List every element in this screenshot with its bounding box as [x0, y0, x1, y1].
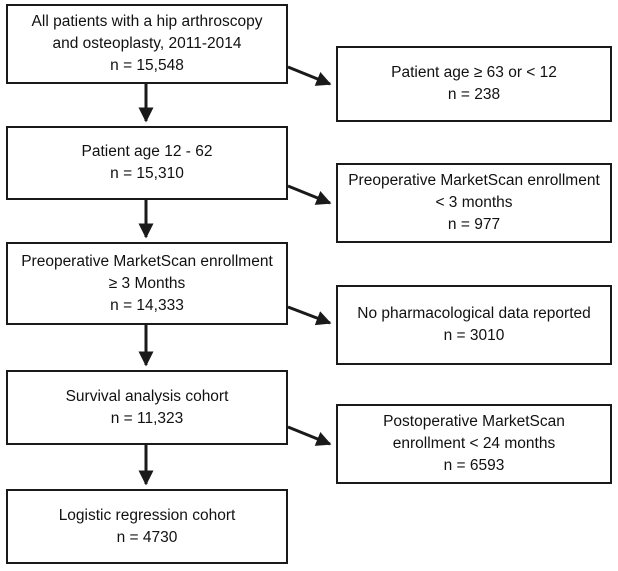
box-text-line: enrollment < 24 months [392, 435, 556, 452]
main-box-age-12-62: Patient age 12 - 62 n = 15,310 [6, 126, 288, 200]
box-text-line: Logistic regression cohort [58, 506, 236, 524]
arrow-side-4 [287, 425, 332, 446]
box-text-line: and osteoplasty, 2011-2014 [52, 35, 242, 52]
box-text-line: n = 15,310 [110, 165, 184, 182]
exclusion-box-preop-enrollment: Preoperative MarketScan enrollment < 3 m… [336, 163, 612, 243]
box-text-line: n = 6593 [443, 457, 505, 474]
box-text-line: All patients with a hip arthroscopy [31, 13, 263, 30]
box-text-line: n = 15,548 [110, 57, 184, 74]
main-box-logistic-cohort: Logistic regression cohort n = 4730 [6, 489, 288, 564]
main-box-all-patients: All patients with a hip arthroscopy and … [6, 4, 288, 84]
box-text-line: Preoperative MarketScan enrollment [21, 252, 273, 270]
box-text-line: < 3 months [435, 194, 513, 211]
box-text-line: n = 238 [447, 86, 501, 103]
box-text-line: Patient age ≥ 63 or < 12 [391, 64, 557, 81]
box-text-line: n = 3010 [443, 327, 505, 344]
exclusion-box-no-pharm-data: No pharmacological data reported n = 301… [336, 285, 612, 365]
box-text-line: ≥ 3 Months [108, 274, 186, 292]
box-text-line: No pharmacological data reported [357, 305, 591, 322]
main-box-survival-cohort: Survival analysis cohort n = 11,323 [6, 370, 288, 445]
box-text-line: Survival analysis cohort [65, 387, 229, 405]
box-text-line: n = 11,323 [110, 409, 184, 427]
exclusion-box-postop-enrollment: Postoperative MarketScan enrollment < 24… [336, 404, 612, 484]
box-text-line: n = 977 [447, 216, 501, 233]
box-text-line: n = 4730 [116, 528, 178, 546]
box-text-line: n = 14,333 [110, 296, 184, 314]
arrow-side-2 [287, 184, 332, 205]
box-text-line: Preoperative MarketScan enrollment [348, 172, 600, 189]
box-text-line: Postoperative MarketScan [383, 413, 565, 430]
box-text-line: Patient age 12 - 62 [81, 143, 213, 160]
arrow-side-1 [287, 65, 332, 86]
arrow-side-3 [287, 305, 332, 326]
exclusion-box-age: Patient age ≥ 63 or < 12 n = 238 [336, 46, 612, 122]
main-box-preop-enrollment: Preoperative MarketScan enrollment ≥ 3 M… [6, 242, 288, 325]
